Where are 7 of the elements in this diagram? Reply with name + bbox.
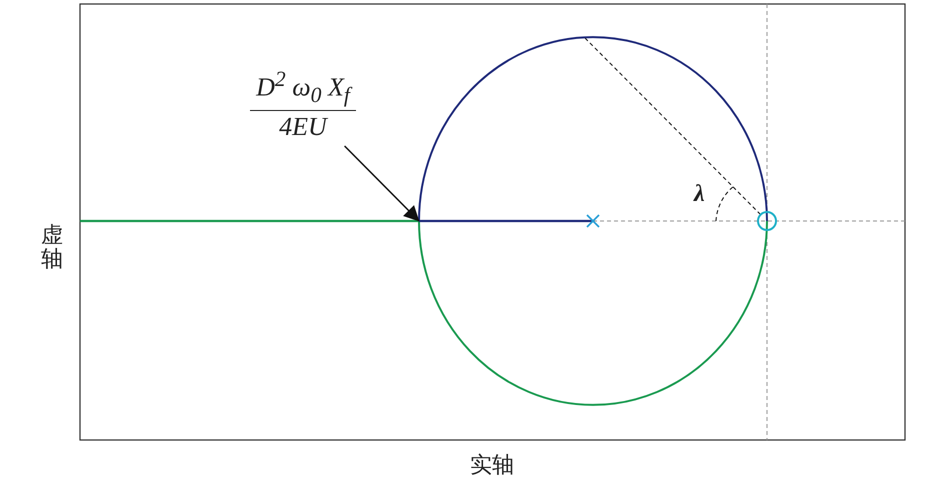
axis-title: 虚轴 [41,224,63,272]
locus-circle [418,36,768,406]
formula-denominator: 4EU [279,110,327,142]
leader-arrow [344,145,420,222]
angle-label: λ [694,181,705,208]
formula-numerator: D$^{2}$ ω$_{0}$ X$_{f}$ [250,68,356,111]
axis-title: 实轴 [470,452,514,480]
